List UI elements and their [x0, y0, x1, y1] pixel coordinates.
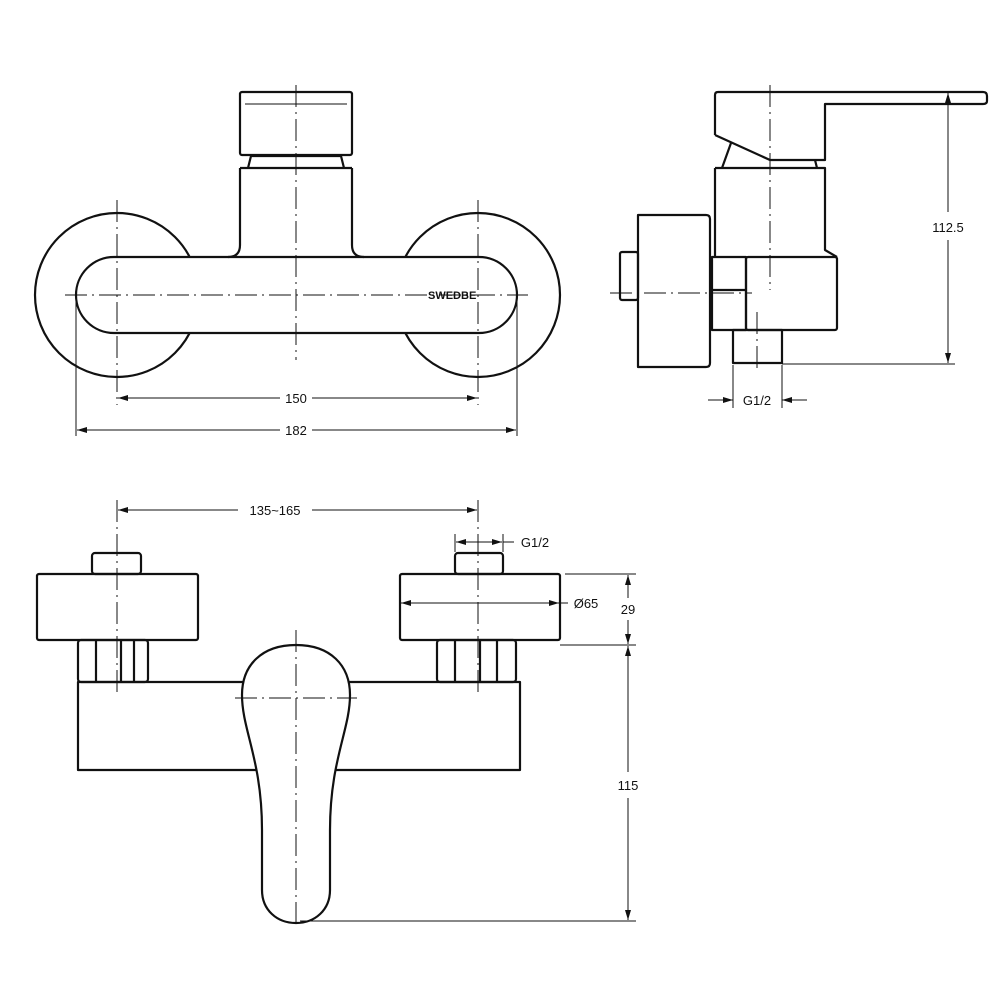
side-view: 112.5 G1/2	[610, 85, 989, 408]
lever	[713, 90, 989, 162]
dim-135-165-label: 135~165	[250, 503, 301, 518]
dim-115-label: 115	[618, 778, 639, 793]
right-inlet-nipple	[453, 551, 505, 576]
right-flange	[398, 572, 562, 642]
flange	[636, 213, 712, 369]
dim-150-label: 150	[285, 391, 307, 406]
inlet-pipe	[618, 250, 640, 302]
brand-label: SWEDBE	[428, 290, 476, 302]
neck	[227, 168, 365, 259]
top-view: 135~165 G1/2 Ø65 29 115	[35, 500, 639, 928]
dim-112-5-label: 112.5	[932, 220, 964, 235]
left-nut	[76, 638, 150, 684]
right-nut	[435, 638, 518, 684]
dim-65-label: Ø65	[574, 596, 599, 611]
dim-g12-label: G1/2	[521, 535, 549, 550]
body	[713, 166, 838, 258]
dim-29-label: 29	[621, 602, 635, 617]
outlet-block	[744, 255, 839, 332]
lever-cartridge	[720, 142, 819, 169]
dim-g12-label: G1/2	[743, 393, 771, 408]
left-nut-facets	[94, 640, 136, 682]
front-view: SWEDBE 150 182	[33, 85, 562, 438]
right-nut-facets	[453, 640, 499, 682]
dim-182-label: 182	[285, 423, 307, 438]
